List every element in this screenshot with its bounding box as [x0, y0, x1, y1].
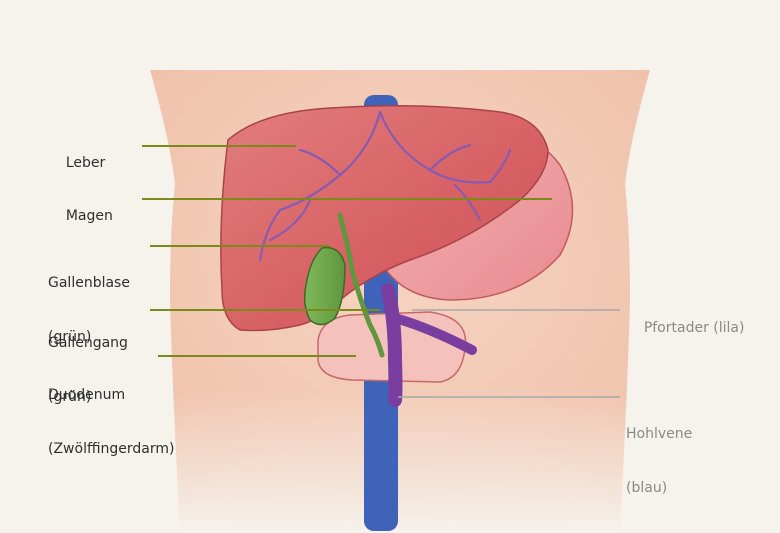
- label-leber: Leber: [48, 136, 105, 190]
- label-magen-text: Magen: [66, 208, 113, 224]
- label-hohlvene-line2: (blau): [626, 479, 692, 497]
- label-hohlvene: Hohlvene (blau): [626, 389, 692, 533]
- label-pfortader: Pfortader (lila): [626, 301, 744, 355]
- label-gallenblase-line1: Gallenblase: [48, 274, 130, 292]
- label-leber-text: Leber: [66, 155, 105, 171]
- label-duodenum-line2: (Zwölffingerdarm): [48, 440, 174, 458]
- label-duodenum-line1: Duodenum: [48, 386, 174, 404]
- label-pfortader-text: Pfortader (lila): [644, 320, 745, 336]
- portal-vein-shape: [388, 290, 396, 400]
- label-duodenum: Duodenum (Zwölffingerdarm): [48, 350, 174, 494]
- label-hohlvene-line1: Hohlvene: [626, 425, 692, 443]
- label-magen: Magen: [48, 189, 113, 243]
